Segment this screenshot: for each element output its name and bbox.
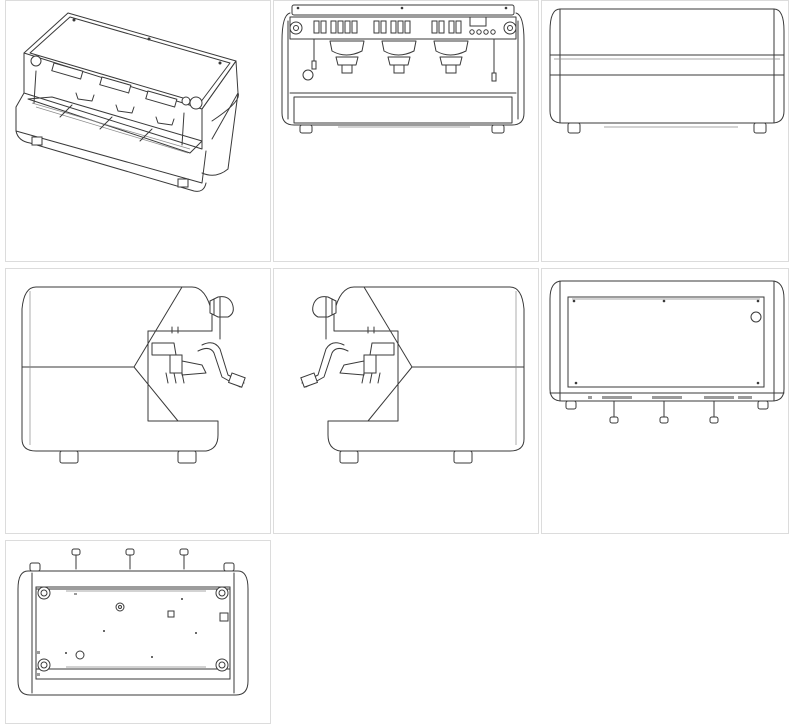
left-side-view-tile[interactable] (5, 268, 271, 534)
back-view-drawing (549, 8, 785, 134)
right-side-view-drawing (300, 286, 525, 464)
top-view-tile[interactable] (541, 268, 789, 534)
front-view-tile[interactable] (273, 0, 539, 262)
left-side-view-drawing (21, 286, 246, 464)
right-side-view-tile[interactable] (273, 268, 539, 534)
bottom-view-drawing (17, 548, 249, 696)
front-view-drawing (281, 4, 525, 134)
isometric-view-tile[interactable] (5, 0, 271, 262)
isometric-view-drawing (15, 12, 239, 192)
top-view-drawing (549, 280, 785, 424)
back-view-tile[interactable] (541, 0, 789, 262)
bottom-view-tile[interactable] (5, 540, 271, 724)
